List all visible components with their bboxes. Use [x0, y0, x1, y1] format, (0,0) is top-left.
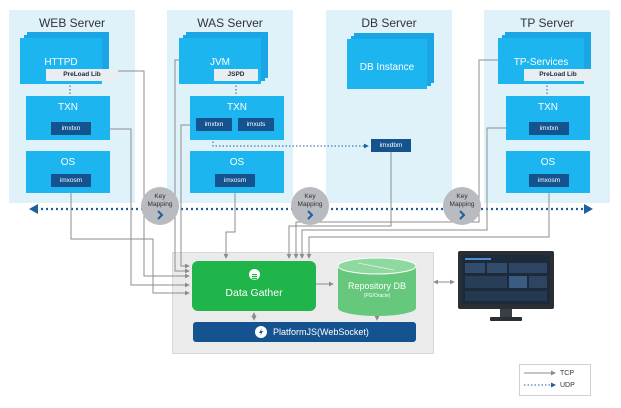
platformjs-label: PlatformJS(WebSocket) — [273, 327, 369, 337]
db-imxdbm-agent: imxdbm — [371, 139, 411, 152]
key-mapping-was-line1: Key — [304, 193, 316, 200]
db-server-title: DB Server — [361, 16, 417, 30]
platformjs-block: PlatformJS(WebSocket) — [193, 322, 416, 342]
legend-udp-label: UDP — [560, 382, 575, 389]
repository-db-sheen — [357, 262, 395, 271]
data-gather-icon — [249, 269, 260, 280]
was-imxtxn-agent: imxtxn — [196, 118, 232, 131]
dashboard-monitor-icon — [458, 251, 554, 321]
key-mapping-tp-line2: Mapping — [449, 201, 475, 208]
chevron-right-icon — [157, 210, 164, 220]
repository-db-subtitle: (PG/Oracle) — [363, 293, 391, 299]
was-server-title: WAS Server — [197, 16, 263, 30]
udp-bus-left-arrow — [29, 204, 38, 214]
legend-tcp-swatch — [524, 370, 556, 376]
web-imxtxn-agent: imxtxn — [51, 122, 91, 135]
udp-bus-right-arrow — [584, 204, 593, 214]
tp-server-title: TP Server — [520, 16, 574, 30]
web-txn-label: TXN — [58, 102, 78, 113]
web-imxosm-agent: imxosm — [51, 174, 91, 187]
db-instance-block: DB Instance — [347, 39, 427, 89]
tp-preload-lib: PreLoad Lib — [524, 69, 592, 81]
legend-udp-swatch — [524, 382, 556, 388]
web-server-title: WEB Server — [38, 16, 105, 30]
key-mapping-web-line1: Key — [154, 193, 166, 200]
platformjs-icon — [255, 326, 267, 338]
was-imxuts-agent: imxuts — [238, 118, 274, 131]
was-jspd-lib: JSPD — [214, 69, 258, 81]
repository-db-cylinder — [337, 257, 417, 316]
was-jvm-label: JVM — [210, 57, 230, 68]
tp-services-label: TP-Services — [513, 57, 569, 68]
db-instance-label: DB Instance — [359, 62, 415, 73]
web-httpd-label: HTTPD — [44, 57, 78, 68]
repository-db-title: Repository DB — [347, 281, 407, 291]
tp-txn-label: TXN — [538, 102, 558, 113]
web-os-label: OS — [60, 157, 76, 168]
data-gather-block: Data Gather — [192, 261, 316, 311]
legend-udp: UDP — [524, 380, 588, 391]
was-os-label: OS — [229, 157, 245, 168]
key-mapping-web-line2: Mapping — [147, 201, 173, 208]
chevron-right-icon — [307, 210, 314, 220]
data-gather-label: Data Gather — [225, 287, 283, 299]
key-mapping-was-line2: Mapping — [297, 201, 323, 208]
key-mapping-tp-line1: Key — [456, 193, 468, 200]
tp-imxosm-agent: imxosm — [529, 174, 569, 187]
tp-imxtxn-agent: imxtxn — [529, 122, 569, 135]
legend: TCP UDP — [519, 364, 591, 396]
chevron-right-icon — [459, 210, 466, 220]
was-txn-label: TXN — [227, 102, 247, 113]
legend-tcp: TCP — [524, 368, 588, 379]
was-imxosm-agent: imxosm — [215, 174, 255, 187]
web-preload-lib: PreLoad Lib — [46, 69, 118, 81]
legend-tcp-label: TCP — [560, 370, 574, 377]
tp-os-label: OS — [540, 157, 556, 168]
